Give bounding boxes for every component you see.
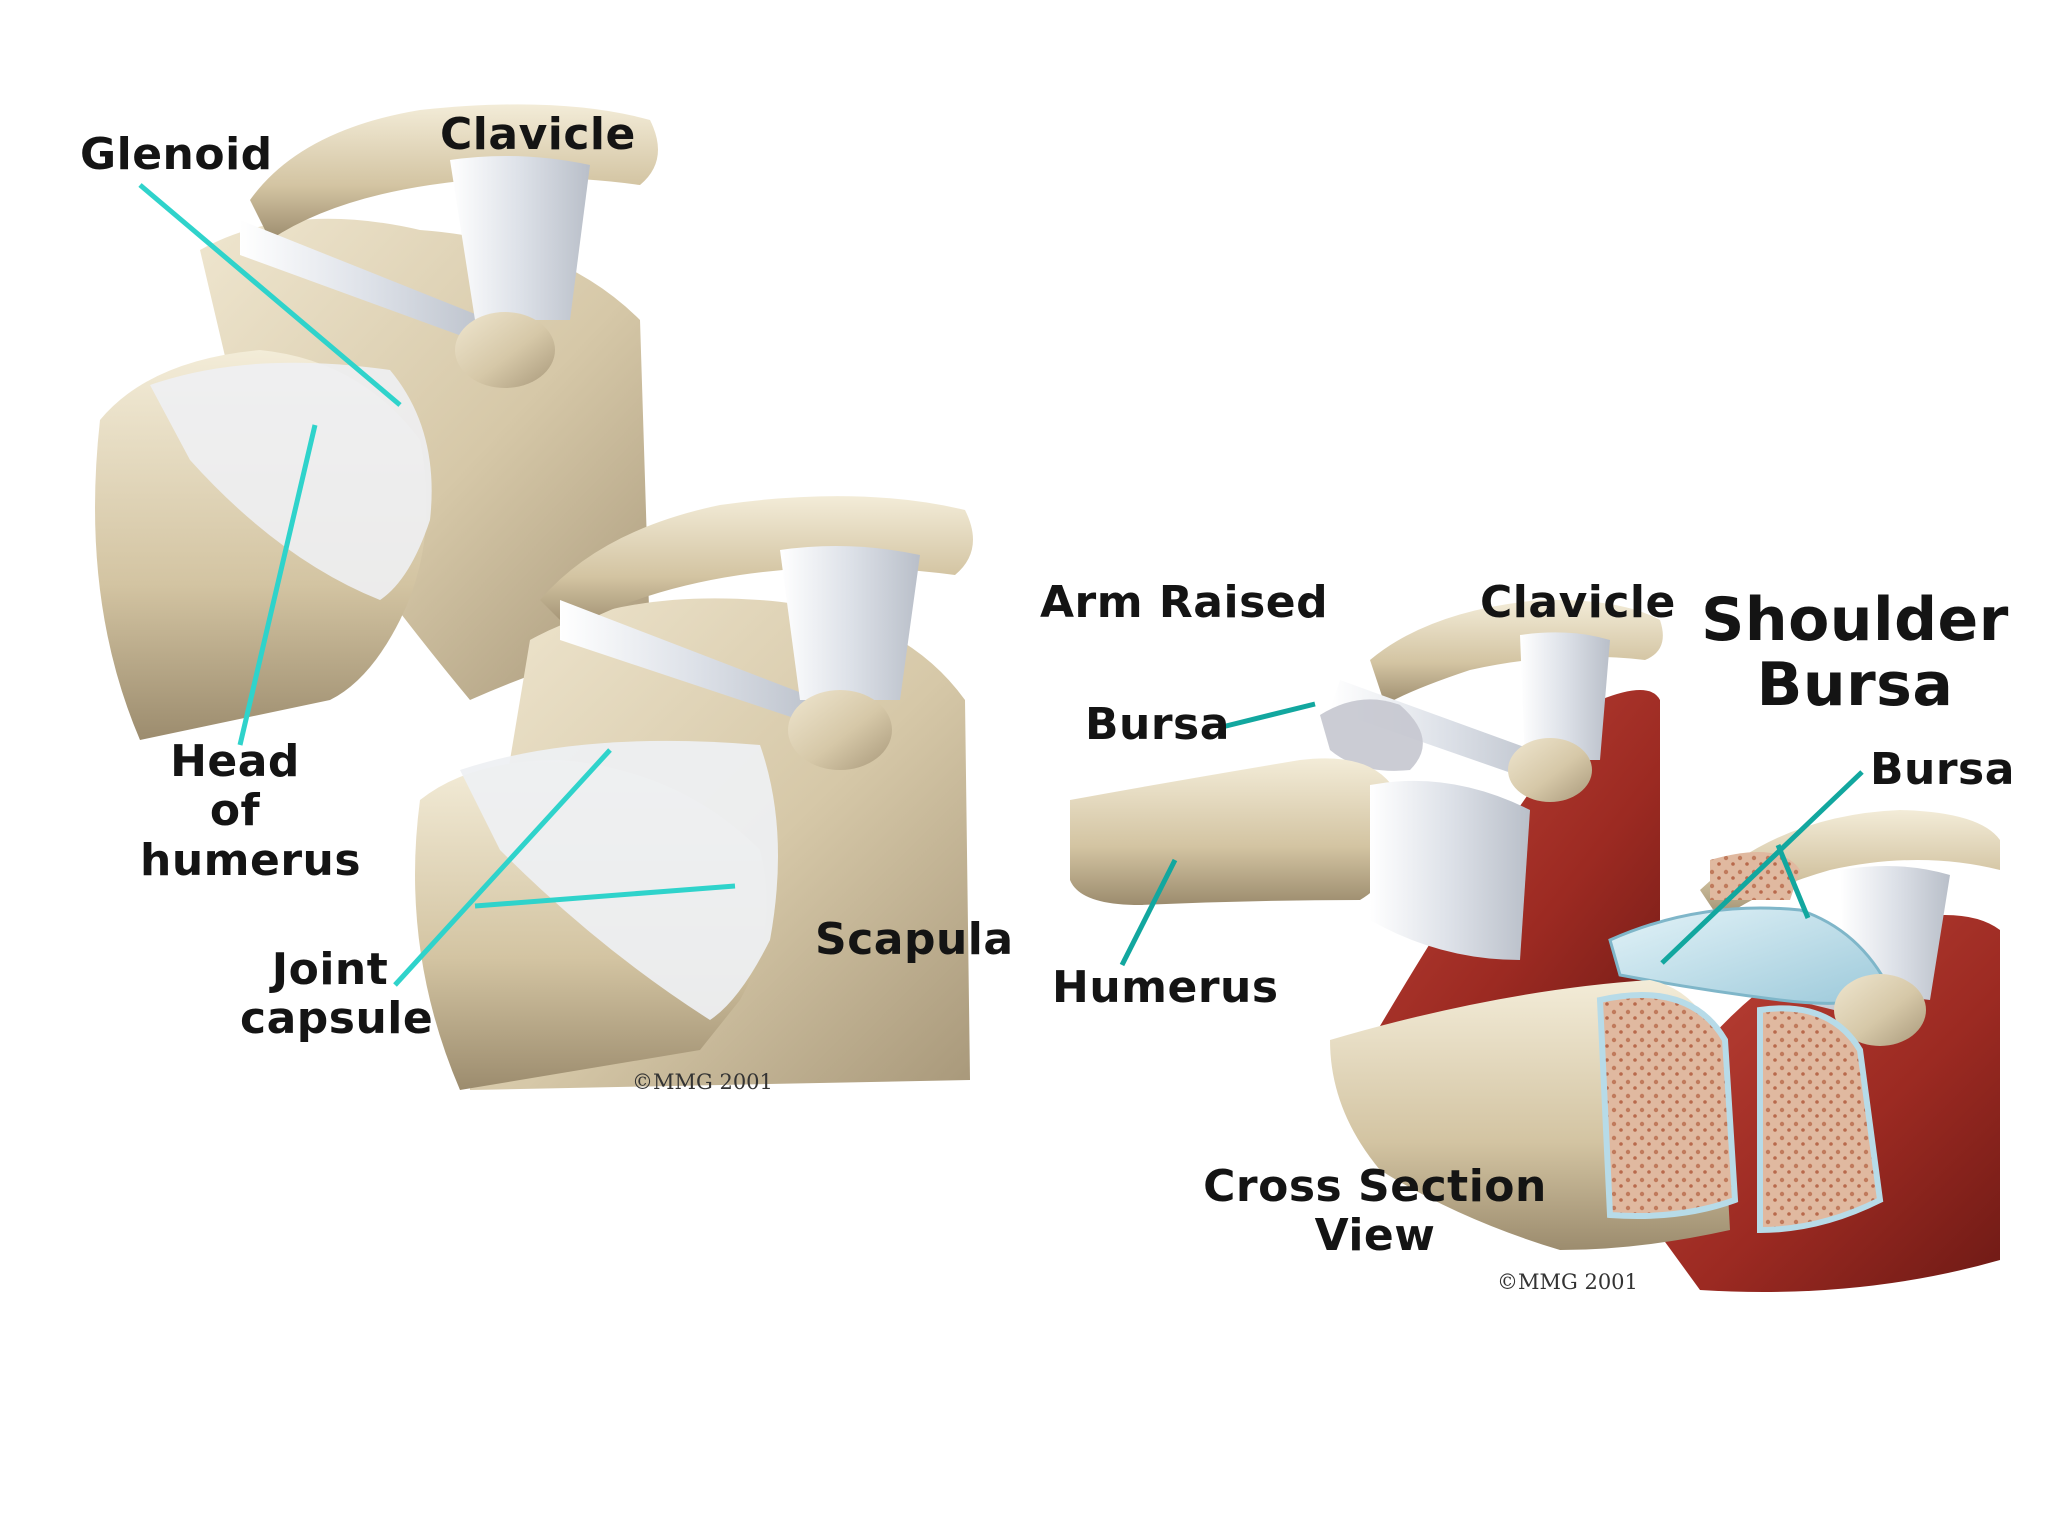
label-head-of-humerus-line3: humerus [140,834,362,886]
rotator-cuff-tendon [1370,780,1530,960]
glenoid-cross-section [1757,1005,1884,1234]
diagram-title-line1: Shoulder [1701,585,2009,655]
acromion-bone [1508,738,1592,802]
leader-line-head-of-humerus [237,424,318,746]
label-arm-raised: Arm Raised [1040,577,1329,628]
label-cross-section-line2: View [1314,1210,1436,1262]
humerus-shaft-bone [1070,758,1402,905]
label-glenoid: Glenoid [80,129,273,180]
label-scapula: Scapula [815,914,1014,965]
label-head-of-humerus-line1: Head [170,736,300,787]
leader-line-joint-capsule [393,748,612,987]
label-joint-capsule-line1: Joint [271,944,389,995]
label-joint-capsule: Joint capsule [240,944,434,1045]
label-joint-capsule-line2: capsule [240,993,434,1045]
clavicle-bone [540,496,973,630]
ligament-band [560,600,830,730]
copyright-right: ©MMG 2001 [1497,1270,1638,1294]
humeral-head-cross-section [1596,992,1739,1219]
shoulder-view-upper-left [95,104,658,740]
leader-line-glenoid [138,183,402,407]
ligament-band [780,546,920,700]
label-clavicle-left: Clavicle [440,109,636,160]
ligament-band [450,156,590,320]
joint-capsule-tissue [460,740,778,1020]
label-cross-section-view: Cross Section View [1190,1162,1560,1261]
right-leader-lines [1119,701,1864,967]
label-humerus: Humerus [1052,962,1279,1013]
joint-capsule-tissue [150,362,432,600]
leader-line-bursa-right [1660,770,1864,965]
label-head-of-humerus: Head of humerus [140,736,362,886]
diagram-title-line2: Bursa [1756,649,1954,720]
label-bursa-top: Bursa [1085,699,1230,750]
arm-raised-view [1070,599,1663,1080]
left-leader-lines [138,183,736,987]
diagram-title: Shoulder Bursa [1700,588,2010,718]
clavicle-bone [1700,810,2000,920]
copyright-left: ©MMG 2001 [632,1070,773,1094]
acromion-bone [455,312,555,388]
ligament-band [1520,632,1610,760]
leader-line-bursa-right-2 [1775,844,1811,919]
ligament-band [240,220,500,350]
acromion-bone [788,690,892,770]
acromion-bone [1834,974,1926,1046]
leader-line-bursa-top [1221,701,1316,730]
label-clavicle-right: Clavicle [1480,577,1676,628]
bursa-sac [1320,699,1423,771]
clavicle-bone [1370,599,1663,705]
label-bursa-right: Bursa [1870,744,2015,795]
leader-line-humerus [1119,858,1178,967]
label-head-of-humerus-line2: of [209,785,261,837]
label-cross-section-line1: Cross Section [1203,1161,1547,1212]
leader-line-joint-capsule-2 [474,883,736,909]
shoulder-view-lower [415,496,973,1090]
